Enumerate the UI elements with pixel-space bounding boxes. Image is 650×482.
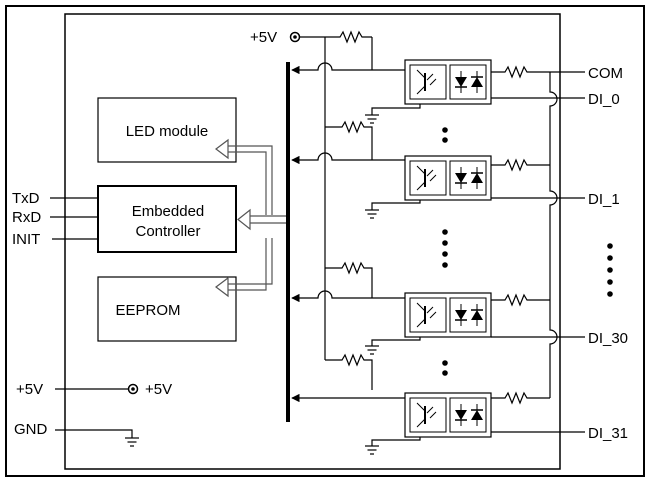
opto-module-1 bbox=[404, 155, 492, 201]
label-controller: Controller bbox=[135, 223, 200, 240]
label-di1: DI_1 bbox=[588, 191, 620, 208]
label-top-5v: +5V bbox=[250, 29, 277, 46]
label-gnd: GND bbox=[14, 421, 48, 438]
label-left-5v: +5V bbox=[16, 381, 43, 398]
opto-module-30 bbox=[404, 292, 492, 338]
label-led-module: LED module bbox=[126, 123, 209, 140]
embedded-controller-block bbox=[97, 185, 237, 253]
led-module-block bbox=[97, 97, 237, 163]
opto-module-31 bbox=[404, 392, 492, 438]
label-rxd: RxD bbox=[12, 209, 41, 226]
label-right-5v: +5V bbox=[145, 381, 172, 398]
bus-to-led-arrow bbox=[215, 138, 273, 215]
bus-to-controller-arrow bbox=[237, 208, 286, 231]
bus-to-eeprom-arrow bbox=[215, 238, 273, 298]
label-txd: TxD bbox=[12, 190, 40, 207]
label-init: INIT bbox=[12, 231, 40, 248]
label-di0: DI_0 bbox=[588, 91, 620, 108]
label-di30: DI_30 bbox=[588, 330, 628, 347]
eeprom-block bbox=[97, 276, 237, 342]
label-com: COM bbox=[588, 65, 623, 82]
ellipsis-dots bbox=[442, 127, 613, 376]
label-di31: DI_31 bbox=[588, 425, 628, 442]
opto-module-0 bbox=[404, 59, 492, 105]
label-eeprom: EEPROM bbox=[115, 302, 180, 319]
label-embedded: Embedded bbox=[132, 203, 205, 220]
